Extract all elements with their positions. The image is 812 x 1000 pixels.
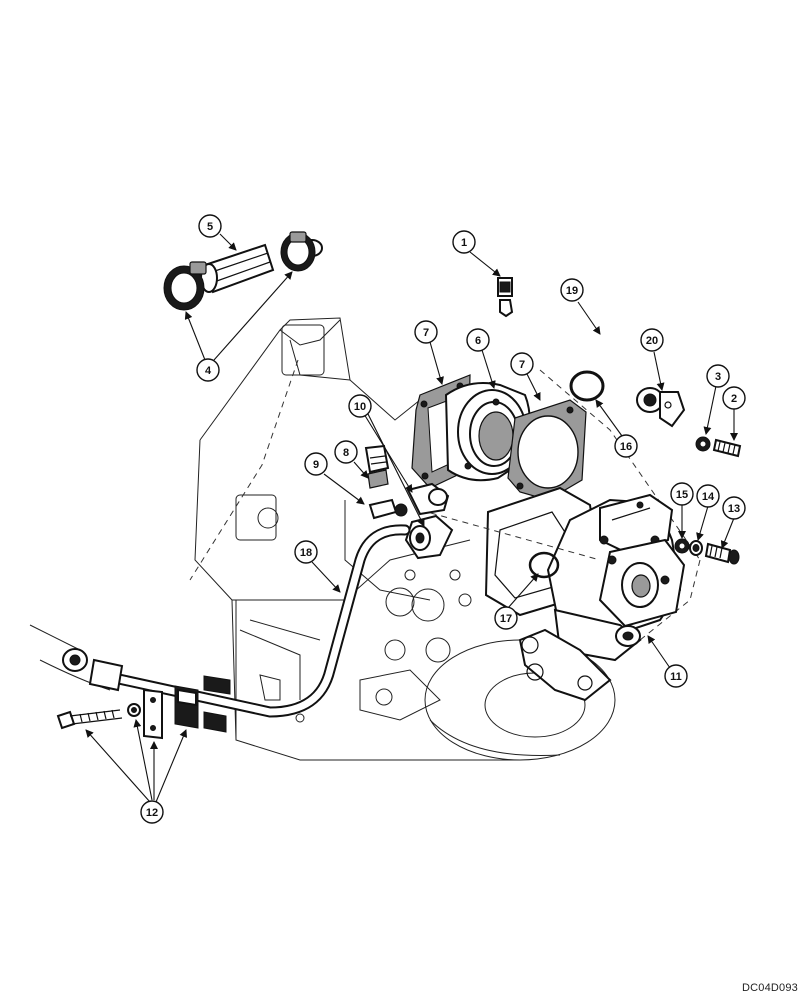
callout-10: 10 (348, 394, 372, 418)
callout-1: 1 (452, 230, 476, 254)
callout-label: 9 (313, 459, 319, 471)
fittings-group (364, 444, 454, 560)
callout-label: 18 (300, 547, 312, 559)
callout-label: 19 (566, 285, 578, 297)
callout-label: 10 (354, 401, 366, 413)
callout-label: 7 (519, 359, 525, 371)
callout-label: 15 (676, 489, 688, 501)
callout-19: 19 (560, 278, 584, 302)
upper-pipe-assembly (163, 228, 686, 428)
callout-label: 2 (731, 393, 737, 405)
callout-label: 12 (146, 807, 158, 819)
callout-8: 8 (334, 440, 358, 464)
callout-17: 17 (494, 606, 518, 630)
callout-5: 5 (198, 214, 222, 238)
callout-3: 3 (706, 364, 730, 388)
callout-label: 6 (475, 335, 481, 347)
bolt-washer-right (674, 538, 740, 565)
callout-7-right: 7 (510, 352, 534, 376)
callout-7-left: 7 (414, 320, 438, 344)
callout-label: 20 (646, 335, 658, 347)
bolt-washer-upper (695, 436, 742, 458)
callout-18: 18 (294, 540, 318, 564)
callout-label: 11 (670, 671, 682, 683)
callout-label: 4 (205, 365, 212, 377)
hydraulic-pump (419, 486, 686, 702)
callout-20: 20 (640, 328, 664, 352)
callout-13: 13 (722, 496, 746, 520)
callout-label: 16 (620, 441, 632, 453)
callout-label: 17 (500, 613, 512, 625)
callout-6: 6 (466, 328, 490, 352)
callout-16: 16 (614, 434, 638, 458)
leader-lines (85, 233, 738, 803)
callout-9: 9 (304, 452, 328, 476)
callout-label: 1 (461, 237, 467, 249)
callout-label: 5 (207, 221, 213, 233)
callout-label: 7 (423, 327, 429, 339)
callout-label: 14 (702, 491, 715, 503)
callout-4: 4 (196, 358, 220, 382)
callout-label: 3 (715, 371, 721, 383)
transmission-housing (29, 317, 701, 761)
callout-label: 13 (728, 503, 740, 515)
lower-pipe-assembly (56, 524, 411, 740)
callout-15: 15 (670, 482, 694, 506)
drawing-code: DC04D093 (741, 982, 798, 994)
callout-12: 12 (140, 800, 164, 824)
callout-label: 8 (343, 447, 349, 459)
adapter-and-gaskets (411, 370, 605, 501)
callout-11: 11 (664, 664, 688, 688)
callout-2: 2 (722, 386, 746, 410)
callout-14: 14 (696, 484, 720, 508)
